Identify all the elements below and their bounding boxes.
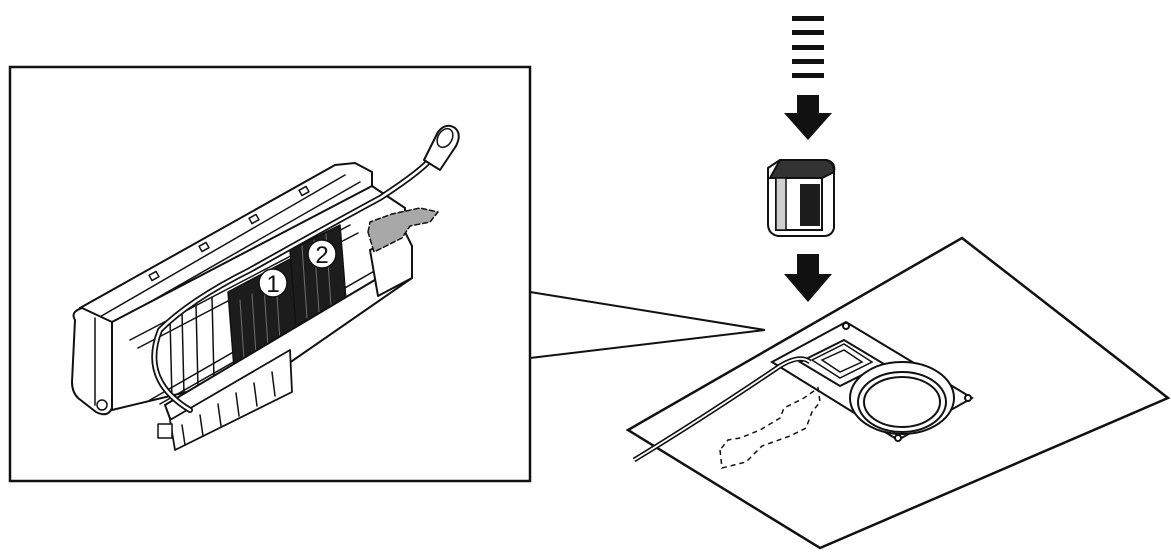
callout-2: 2 bbox=[307, 239, 337, 269]
motion-lines bbox=[792, 16, 824, 78]
callout-1-label: 1 bbox=[266, 271, 279, 298]
callout-2-label: 2 bbox=[315, 242, 328, 269]
zoom-connector bbox=[529, 291, 766, 359]
replacement-indicator bbox=[367, 207, 439, 253]
hidden-housing-outline bbox=[719, 386, 821, 469]
housing-end-cap bbox=[71, 307, 113, 416]
fan-opening bbox=[849, 361, 955, 435]
plug-connector bbox=[423, 124, 460, 171]
lid-clips bbox=[148, 185, 310, 282]
filter-housing-drawing bbox=[71, 124, 460, 451]
down-arrow-top bbox=[784, 95, 832, 140]
down-arrow-bottom bbox=[784, 254, 832, 302]
filter-block bbox=[767, 159, 836, 237]
callout-1: 1 bbox=[258, 268, 288, 298]
